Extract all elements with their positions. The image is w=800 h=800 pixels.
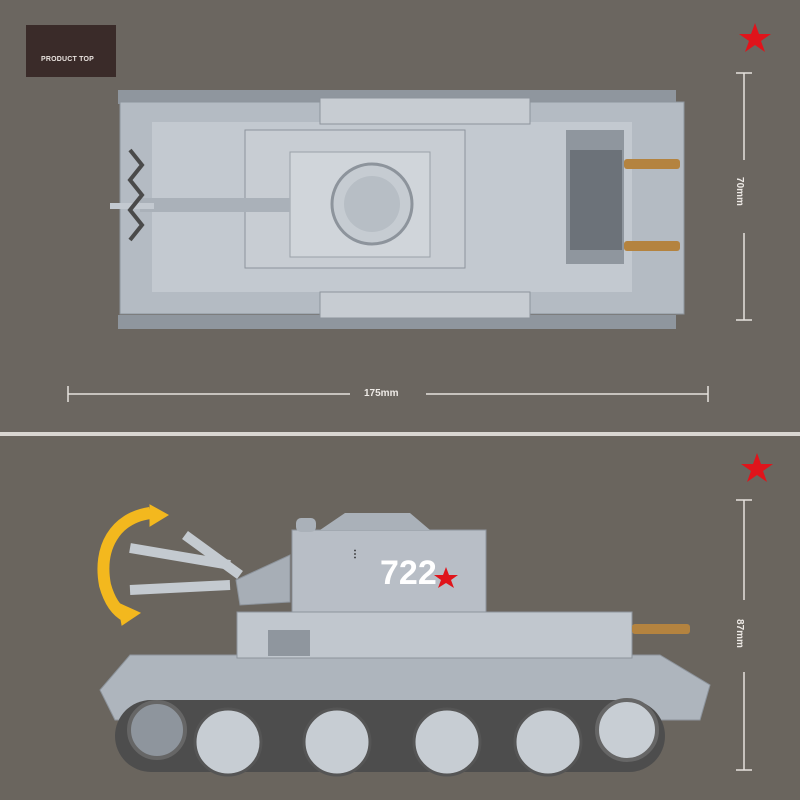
rotation-arrow-icon — [97, 504, 169, 626]
panel-divider — [0, 432, 800, 436]
tank-side-view: ⋮ 722 — [99, 513, 711, 777]
product-top-tag: PRODUCT TOP — [26, 25, 116, 77]
length-label-top: 175mm — [364, 388, 399, 399]
svg-text:⋮: ⋮ — [350, 549, 360, 560]
red-star-icon — [739, 23, 771, 52]
width-label-top: 70mm — [733, 177, 745, 206]
red-star-icon — [434, 567, 458, 588]
turret-number: 722 — [380, 554, 437, 592]
red-star-icon — [741, 453, 773, 482]
tank-top-view — [110, 90, 685, 329]
dimension-lines-top — [67, 72, 752, 771]
height-label-side: 87mm — [733, 619, 745, 648]
